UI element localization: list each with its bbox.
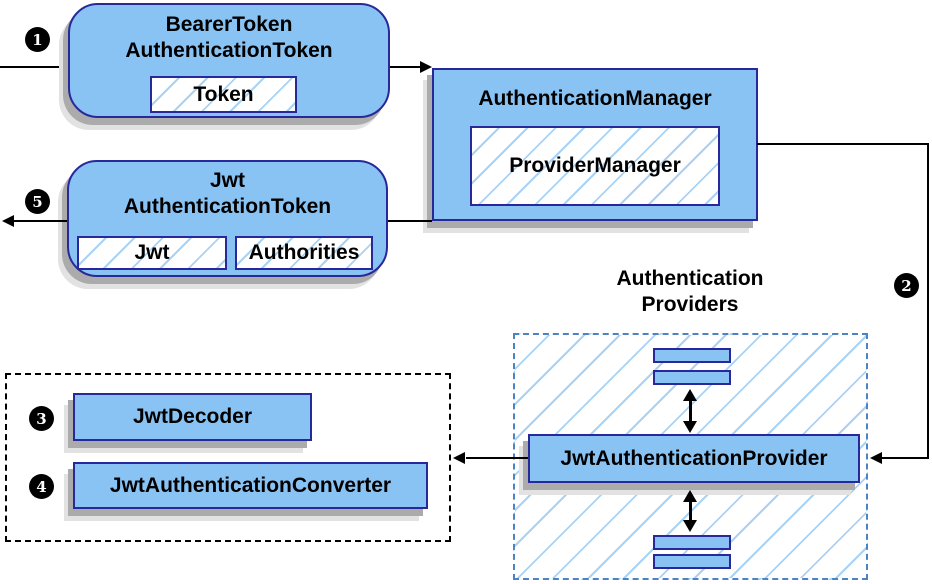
jwt-token-node-title: Jwt AuthenticationToken [69, 162, 386, 220]
step-4-badge: 4 [29, 474, 54, 499]
bearer-token-title-line2: AuthenticationToken [125, 39, 333, 62]
step-1-badge: 1 [25, 27, 50, 52]
provider-stack-bar [653, 348, 731, 363]
jwt-authentication-provider-node: JwtAuthenticationProvider [528, 434, 860, 483]
jwt-authentication-token-node: Jwt AuthenticationToken Jwt Authorities [67, 160, 388, 277]
provider-stack-bar [653, 535, 731, 550]
jwt-token-title-line1: Jwt [209, 169, 245, 192]
authorities-field: Authorities [235, 236, 373, 270]
manager-to-jwt-token-line [388, 220, 432, 222]
provider-to-frame-line [466, 457, 528, 459]
arrow-left-icon [2, 215, 14, 227]
authentication-manager-title: AuthenticationManager [478, 87, 712, 110]
incoming-request-line [0, 66, 68, 68]
provider-stack-bar [653, 554, 731, 569]
provider-stack-bar [653, 370, 731, 385]
arrow-up-icon [683, 389, 697, 401]
step-2-badge: 2 [894, 273, 919, 298]
authentication-providers-label: Authentication Providers [590, 266, 790, 318]
arrow-down-icon [683, 520, 697, 532]
arrow-up-icon [683, 490, 697, 502]
outgoing-response-line [14, 220, 67, 222]
authentication-manager-node: AuthenticationManager ProviderManager [432, 68, 758, 221]
bearer-token-authentication-token-node: BearerToken AuthenticationToken Token [68, 3, 390, 118]
decoder-converter-frame [5, 373, 451, 542]
arrow-down-icon [683, 421, 697, 433]
bearer-token-title-line1: BearerToken [165, 13, 293, 36]
step-5-badge: 5 [25, 189, 50, 214]
manager-to-provider-line-top [757, 143, 929, 145]
arrow-right-icon [420, 61, 432, 73]
token-field: Token [150, 76, 297, 113]
double-arrow-line-top [689, 399, 692, 423]
jwt-authentication-converter-node: JwtAuthenticationConverter [73, 462, 428, 509]
arrow-left-icon [453, 452, 465, 464]
jwt-field: Jwt [77, 236, 227, 270]
providers-label-line1: Authentication [616, 267, 764, 290]
jwt-token-title-line2: AuthenticationToken [123, 195, 332, 218]
providers-label-line2: Providers [641, 293, 739, 316]
jwt-decoder-node: JwtDecoder [73, 393, 312, 441]
double-arrow-line-bottom [689, 500, 692, 522]
bearer-token-node-title: BearerToken AuthenticationToken [70, 5, 388, 64]
arrow-left-icon [870, 452, 882, 464]
manager-to-provider-line-bottom [882, 457, 929, 459]
manager-to-provider-line-vertical [927, 143, 929, 459]
provider-manager-field: ProviderManager [470, 126, 720, 206]
bearer-to-manager-line [390, 66, 421, 68]
step-3-badge: 3 [29, 406, 54, 431]
